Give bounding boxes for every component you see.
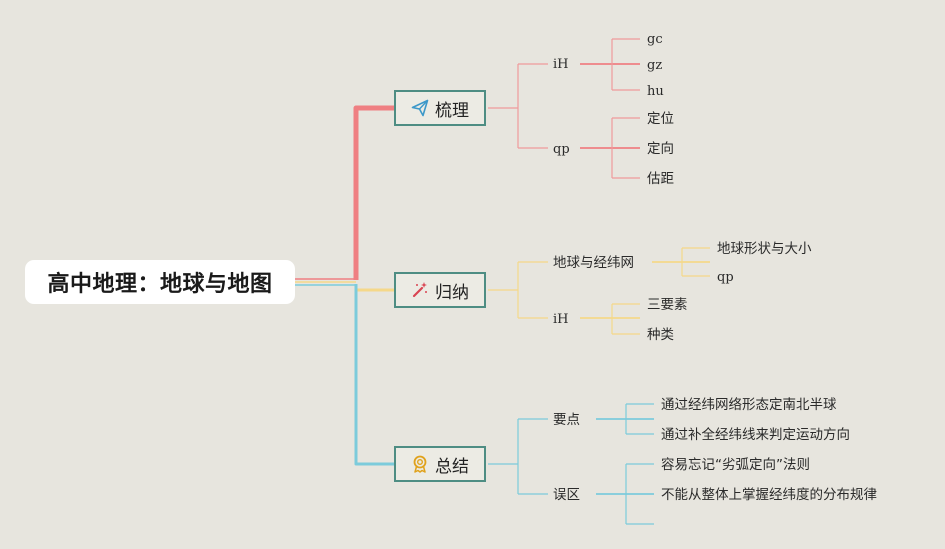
branch-2-label: 归纳 — [435, 282, 469, 303]
leaf-node[interactable]: 种类 — [647, 327, 674, 343]
leaf-node[interactable]: gc — [647, 32, 663, 47]
branch-node-3[interactable]: 总结 — [394, 446, 486, 482]
magic-wand-icon — [411, 281, 429, 299]
branch-3-sub-2[interactable]: 误区 — [553, 487, 580, 503]
leaf-node[interactable]: 定向 — [647, 141, 674, 157]
leaf-node[interactable]: 地球形状与大小 — [717, 241, 812, 257]
leaf-node[interactable]: 三要素 — [647, 297, 688, 313]
branch-node-2[interactable]: 归纳 — [394, 272, 486, 308]
leaf-node[interactable]: 通过补全经纬线来判定运动方向 — [661, 427, 850, 443]
root-node[interactable]: 高中地理：地球与地图 — [25, 260, 295, 304]
branch-3-lines — [488, 403, 654, 525]
leaf-node[interactable]: gz — [647, 58, 663, 73]
branch-1-sub-2[interactable]: qp — [553, 142, 570, 157]
branch-2-sub-1[interactable]: 地球与经纬网 — [553, 255, 634, 271]
leaf-node[interactable]: 容易忘记“劣弧定向”法则 — [661, 457, 810, 473]
branch-1-sub-1[interactable]: iH — [553, 57, 569, 72]
branch-1-trunk — [353, 105, 394, 280]
leaf-node[interactable]: 定位 — [647, 111, 674, 127]
award-medal-icon — [411, 455, 429, 473]
leaf-node[interactable]: 不能从整体上掌握经纬度的分布规律 — [661, 487, 877, 503]
root-title: 高中地理：地球与地图 — [47, 272, 273, 297]
root-connectors — [295, 278, 356, 286]
branch-3-sub-1[interactable]: 要点 — [553, 412, 580, 428]
branch-3-trunk — [354, 284, 394, 466]
leaf-node[interactable]: 通过经纬网络形态定南北半球 — [661, 397, 837, 413]
paper-plane-icon — [411, 99, 429, 117]
leaf-node[interactable]: qp — [717, 270, 734, 285]
branch-2-sub-2[interactable]: iH — [553, 312, 569, 327]
branch-3-label: 总结 — [435, 456, 469, 477]
branch-2-lines — [488, 247, 710, 335]
branch-1-lines — [488, 38, 640, 179]
branch-1-label: 梳理 — [435, 100, 469, 121]
branch-node-1[interactable]: 梳理 — [394, 90, 486, 126]
leaf-node[interactable]: 估距 — [647, 171, 674, 187]
leaf-node[interactable]: hu — [647, 84, 664, 99]
